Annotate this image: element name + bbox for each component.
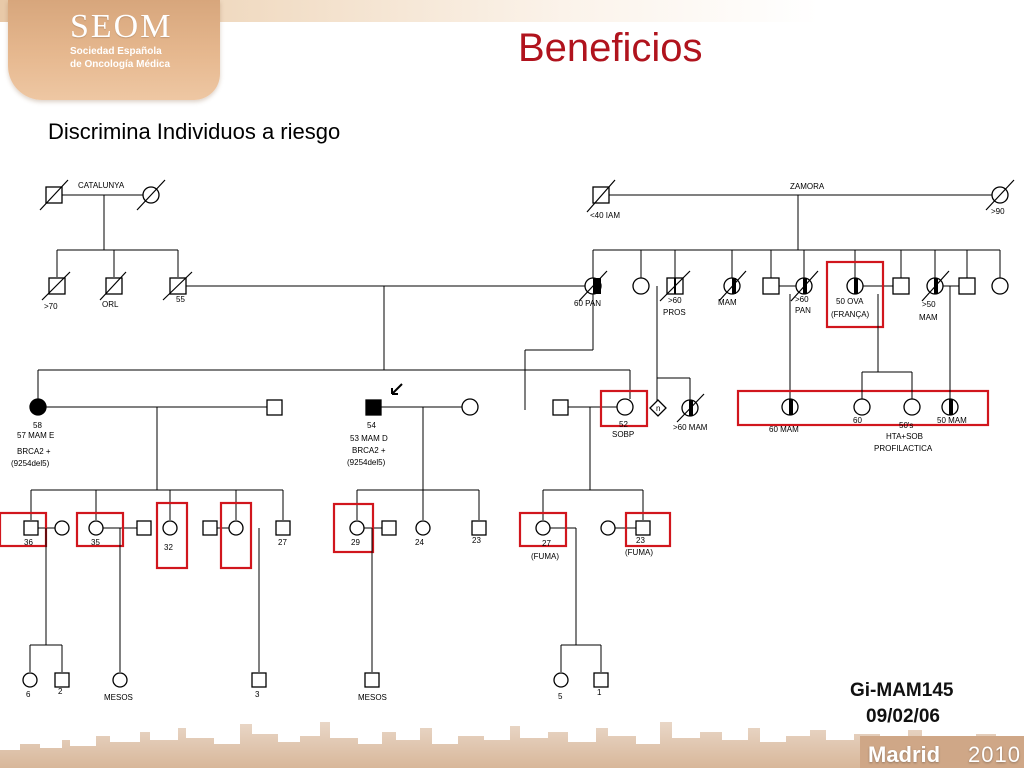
highlight-gen3-52 (599, 389, 649, 428)
label-gen3-r2: 60 (853, 416, 862, 425)
highlight-gen4-23 (624, 511, 672, 548)
label-gen3-proband-age: 54 (367, 421, 376, 430)
highlight-gen4-29 (332, 502, 375, 554)
label-gen2-r1: 60 PAN (574, 299, 601, 308)
label-gen4-fuma-2: (FUMA) (625, 548, 653, 557)
label-gen2-r9a: >50 (922, 300, 936, 309)
pedigree-gen4: 36 35 32 27 29 24 23 (0, 489, 672, 570)
label-gen3-1d: (9254del5) (11, 459, 50, 468)
slide-subtitle: Discrimina Individuos a riesgo (48, 119, 341, 144)
slide-title: Beneficios (518, 26, 703, 70)
logo-line-2: de Oncología Médica (70, 59, 171, 70)
label-gen4-36: 36 (24, 538, 33, 547)
label-gen2-left-1: >70 (44, 302, 58, 311)
highlight-gen2-ova (825, 260, 885, 329)
label-gen3-r6: PROFILACTICA (874, 444, 933, 453)
footer-city: Madrid (868, 742, 941, 767)
case-date: 09/02/06 (866, 706, 940, 727)
label-gen5-5: 5 (558, 692, 563, 701)
label-gen4-fuma-1: (FUMA) (531, 552, 559, 561)
case-code: Gi-MAM145 (850, 680, 954, 701)
label-gen4-32: 32 (164, 543, 173, 552)
pedigree-gen5: 6 2 MESOS 3 MESOS 5 1 (22, 528, 609, 702)
label-gen2-r3: >60 (668, 296, 682, 305)
pedigree-gen1-left: CATALUNYA (39, 179, 179, 277)
pedigree-gen2-right: 60 PAN >60 PROS MAM >60 PAN 50 OVA (FRAN… (524, 260, 1009, 410)
label-gen5-mesos-1: MESOS (104, 693, 133, 702)
label-gen3-proband-dx: 53 MAM D (350, 434, 388, 443)
label-gen2-r7b: (FRANÇA) (831, 310, 870, 319)
label-gen5-mesos-2: MESOS (358, 693, 387, 702)
highlight-gen4-32 (155, 501, 189, 570)
header-band (0, 0, 1024, 22)
label-gen3-r4: 50 MAM (937, 416, 967, 425)
label-gen3-r5: HTA+SOB (886, 432, 923, 441)
label-gen3-proband-mutation: (9254del5) (347, 458, 386, 467)
label-gen5-2: 2 (58, 687, 63, 696)
label-gen3-1c: BRCA2 + (17, 447, 51, 456)
label-gen2-r4: MAM (718, 298, 737, 307)
label-gen3-52: 52 (619, 420, 628, 429)
label-gen3-n: n (656, 404, 660, 413)
logo-name: SEOM (70, 8, 173, 45)
label-gen3-sobp: SOBP (612, 430, 634, 439)
label-gen2-r6a: >60 (795, 295, 809, 304)
highlight-gen3-right-group (736, 389, 990, 427)
label-gen3-proband-gene: BRCA2 + (352, 446, 386, 455)
label-gen5-1: 1 (597, 688, 602, 697)
label-gen3-r1: 60 MAM (769, 425, 799, 434)
family-name-catalunya: CATALUNYA (78, 181, 125, 190)
seom-logo (8, 0, 220, 100)
highlight-gen4-35 (75, 511, 125, 548)
label-gen2-left-3: 55 (176, 295, 185, 304)
footer-skyline (0, 722, 1024, 768)
label-gen4-23: 23 (472, 536, 481, 545)
label-zamora-father: <40 IAM (590, 211, 620, 220)
highlight-gen4-27 (518, 511, 568, 548)
family-name-zamora: ZAMORA (790, 182, 825, 191)
pedigree-gen2-left: >70 ORL 55 (41, 271, 585, 370)
label-gen3-1a: 58 (33, 421, 42, 430)
label-gen2-r3b: PROS (663, 308, 686, 317)
label-gen4-29: 29 (351, 538, 360, 547)
label-gen4-23b: 23 (636, 536, 645, 545)
footer-year: 2010 (968, 742, 1021, 767)
pedigree-gen3: 58 57 MAM E BRCA2 + (9254del5) 54 53 MAM… (11, 286, 990, 490)
highlight-gen4-sib (219, 501, 253, 570)
label-gen5-6: 6 (26, 690, 31, 699)
label-gen2-r9b: MAM (919, 313, 938, 322)
label-gen4-35: 35 (91, 538, 100, 547)
label-gen2-r6b: PAN (795, 306, 811, 315)
pedigree-gen1-right: ZAMORA <40 IAM >90 (586, 179, 1015, 278)
label-gen5-3: 3 (255, 690, 260, 699)
label-gen3-1b: 57 MAM E (17, 431, 54, 440)
label-zamora-mother: >90 (991, 207, 1005, 216)
label-gen2-left-2: ORL (102, 300, 119, 309)
label-gen3-r3: 50's (899, 421, 913, 430)
label-gen2-r7a: 50 OVA (836, 297, 864, 306)
label-gen3-60mam: >60 MAM (673, 423, 708, 432)
label-gen4-27b: 27 (542, 539, 551, 548)
label-gen4-24: 24 (415, 538, 424, 547)
logo-line-1: Sociedad Española (70, 46, 162, 57)
label-gen4-27: 27 (278, 538, 287, 547)
highlight-gen4-36 (0, 511, 48, 548)
